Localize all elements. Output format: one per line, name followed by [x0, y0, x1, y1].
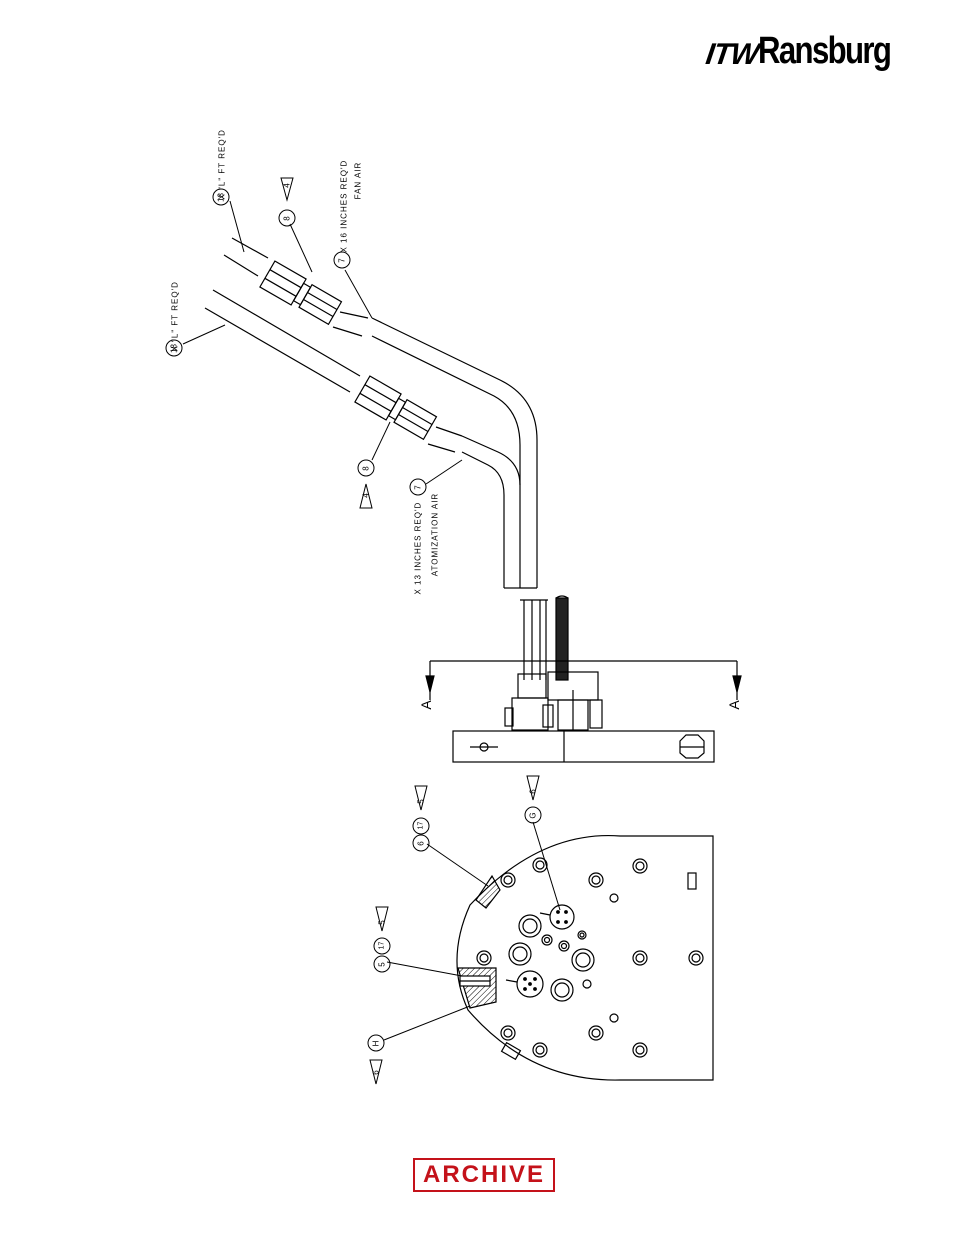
callout-tube-fan-line2: FAN AIR — [354, 151, 363, 211]
callout-detail-6: 6 — [417, 836, 426, 852]
section-label-right: A — [726, 697, 742, 713]
callout-fitting-bottom-note: 4 — [362, 488, 371, 504]
archive-stamp-text: ARCHIVE — [423, 1161, 545, 1189]
callout-view-h: H — [372, 1036, 381, 1052]
callout-detail-5-note: 5 — [378, 915, 387, 931]
callout-detail-5: 5 — [378, 957, 387, 973]
callout-detail-17b: 17 — [379, 938, 386, 954]
callout-fitting-top-note: 4 — [283, 178, 292, 194]
callout-tube-fan-line1: X 16 INCHES REQ'D — [340, 153, 349, 253]
callout-view-g: G — [529, 808, 538, 824]
callout-view-g-note: 6 — [529, 784, 538, 800]
archive-stamp: ARCHIVE — [413, 1158, 555, 1192]
callout-detail-6-note: 5 — [417, 794, 426, 810]
callout-tube-atom-line1: X 13 INCHES REQ'D — [414, 495, 423, 595]
callout-hose-bottom-text: X "L" FT REQ'D — [171, 252, 180, 352]
callout-fitting-top-num: 8 — [283, 211, 292, 227]
section-label-left: A — [418, 697, 434, 713]
callout-tube-atom-line2: ATOMIZATION AIR — [431, 485, 440, 585]
callout-tube-atom-num: 7 — [414, 480, 423, 496]
callout-view-h-note: 6 — [372, 1065, 381, 1081]
callout-tube-fan-num: 7 — [338, 253, 347, 269]
callout-hose-top-text: X "L" FT REQ'D — [218, 100, 227, 200]
callout-detail-17a: 17 — [418, 818, 425, 834]
callout-fitting-bottom-num: 8 — [362, 461, 371, 477]
